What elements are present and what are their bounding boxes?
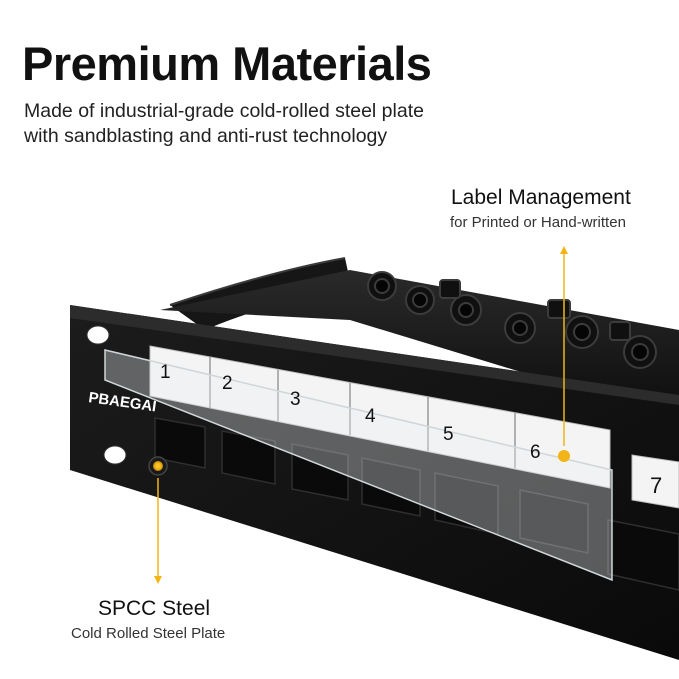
port-label-6: 6 (530, 442, 541, 463)
port-label-7: 7 (650, 473, 662, 498)
port-label-3: 3 (290, 389, 301, 410)
description-line-1: Made of industrial-grade cold-rolled ste… (24, 100, 424, 122)
keystone-jacks (367, 271, 657, 369)
port-label-5: 5 (443, 424, 454, 445)
face-top-rim (70, 305, 679, 405)
description-line-2: with sandblasting and anti-rust technolo… (24, 125, 388, 147)
port-label-4: 4 (365, 406, 376, 427)
label-management-subtitle: for Printed or Hand-written (450, 214, 626, 231)
mount-hole-top (86, 325, 110, 345)
spcc-callout-dot (153, 461, 163, 471)
port-openings (154, 417, 679, 591)
rear-bracket-edge (169, 257, 346, 306)
port-label-2: 2 (222, 373, 233, 394)
clear-label-cover (104, 349, 613, 582)
label-dividers (209, 357, 516, 468)
label-strip-7 (631, 454, 679, 509)
label-strip (149, 345, 611, 489)
page-title: Premium Materials (22, 37, 432, 90)
label-management-title: Label Management (451, 186, 631, 209)
spcc-steel-subtitle: Cold Rolled Steel Plate (71, 625, 226, 642)
spcc-callout-arrow (154, 576, 162, 584)
port-label-1: 1 (160, 362, 171, 383)
label-callout-dot (558, 450, 570, 462)
label-callout-arrow (560, 246, 568, 254)
mount-hole-bottom (103, 445, 127, 465)
spcc-steel-title: SPCC Steel (98, 597, 211, 620)
